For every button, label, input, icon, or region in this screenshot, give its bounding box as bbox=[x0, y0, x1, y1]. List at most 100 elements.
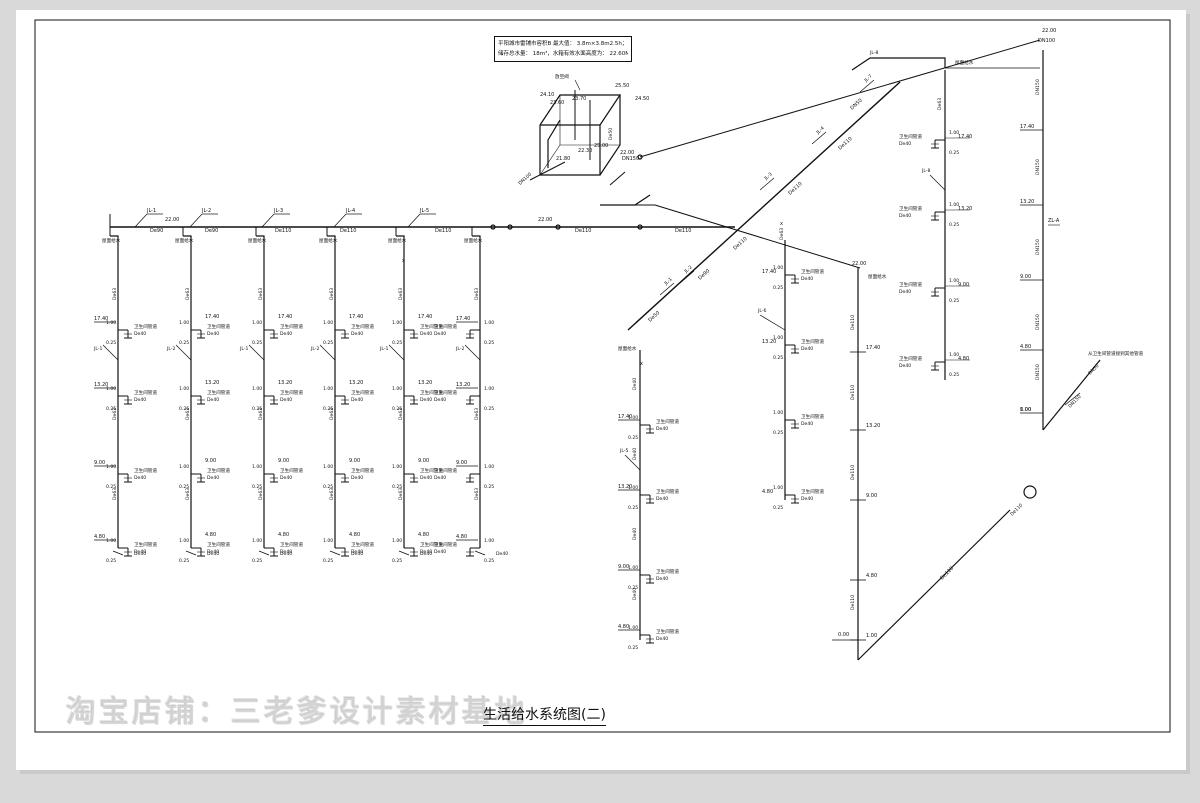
fixture-size: De40 bbox=[207, 331, 219, 337]
fixture-size: De40 bbox=[134, 549, 146, 555]
pipe-size-label: De63 bbox=[185, 488, 191, 500]
elevation-label: 1.00 bbox=[323, 464, 333, 470]
tank-pipe bbox=[654, 204, 861, 269]
riser-tag-leader bbox=[679, 270, 695, 284]
roof-line bbox=[851, 57, 946, 71]
tank-spec-line-1: 平阳城市雷铺市容积B 最大值： 3.8m×3.8m2.5h； bbox=[498, 41, 628, 47]
pipe-size-label: De110 bbox=[850, 385, 856, 400]
pipe-size-label: De63 bbox=[329, 408, 335, 420]
pipe-size-label: De110 bbox=[435, 228, 451, 234]
paper-sheet bbox=[16, 10, 1186, 770]
elevation-label: 1.00 bbox=[392, 320, 402, 326]
fixture-tag: 卫生间管道 bbox=[801, 488, 824, 495]
fixture-size: De40 bbox=[899, 363, 911, 369]
riser-tag-leader bbox=[407, 213, 421, 228]
elevation-label: 0.25 bbox=[949, 298, 959, 304]
fixture-tag: 卫生间管道 bbox=[899, 355, 922, 362]
elevation-label: 17.40 bbox=[866, 345, 880, 351]
elevation-label: 0.25 bbox=[252, 406, 262, 412]
riser-pipe bbox=[472, 235, 481, 548]
tank-spec-line-2: 储存总水量： 18m³，水箱有效水面高度为： 22.60M。 bbox=[498, 51, 628, 57]
fixture-size: De40 bbox=[801, 421, 813, 427]
elevation-label: 1.00 bbox=[949, 278, 959, 284]
riser-tag: JL-3 bbox=[273, 208, 283, 214]
elevation-label: 4.80 bbox=[958, 356, 969, 362]
elevation-label: 0.25 bbox=[392, 558, 402, 564]
pipe-size-label: De63 bbox=[112, 488, 118, 500]
riser-end-mark bbox=[474, 550, 486, 556]
elevation-label: 4.80 bbox=[866, 573, 877, 579]
elevation-label: 23.70 bbox=[572, 96, 586, 102]
pipe-size-label: De63 bbox=[112, 288, 118, 300]
elevation-label: 17.40 bbox=[456, 316, 470, 322]
fixture-tag: 卫生间管道 bbox=[434, 541, 457, 548]
riser-pipe bbox=[256, 235, 265, 548]
elevation-label: 0.25 bbox=[484, 558, 494, 564]
fixture-tag: 卫生间管道 bbox=[134, 389, 157, 396]
elevation-label: 1.00 bbox=[1020, 407, 1031, 413]
fixture-tag: 卫生间管道 bbox=[420, 389, 443, 396]
pipe-size-label: De40 bbox=[420, 551, 432, 557]
fixture-size: De40 bbox=[656, 636, 668, 642]
fixture-size: De40 bbox=[280, 397, 292, 403]
drawing-border bbox=[34, 19, 1171, 733]
pipe-size-label: De110 bbox=[850, 595, 856, 610]
riser-end-mark bbox=[258, 550, 270, 556]
elevation-label: 0.25 bbox=[949, 372, 959, 378]
pipe-size-label: De63 bbox=[937, 98, 943, 110]
elevation-label: 1.00 bbox=[773, 335, 783, 341]
riser-tag-leader bbox=[759, 177, 775, 191]
riser-top-label: 屋面给水 bbox=[388, 237, 407, 244]
fixture-size: De40 bbox=[134, 397, 146, 403]
pipe-size-label: DN100 bbox=[1038, 38, 1055, 44]
elevation-label: 0.25 bbox=[773, 430, 783, 436]
pipe-size-label: De40 bbox=[496, 551, 508, 557]
pipe-size-label: De63 bbox=[779, 228, 785, 240]
riser-tag: JL-1 bbox=[379, 346, 388, 352]
riser-pipe bbox=[183, 235, 192, 548]
elevation-label: 9.00 bbox=[456, 460, 467, 466]
riser-end-mark bbox=[185, 550, 197, 556]
pipe-size-label: De63 bbox=[329, 288, 335, 300]
elevation-label: 1.00 bbox=[484, 320, 494, 326]
elevation-label: 1.00 bbox=[949, 202, 959, 208]
elevation-label: 25.00 bbox=[594, 143, 608, 149]
riser-end-mark bbox=[398, 550, 410, 556]
fixture-tag: 卫生间管道 bbox=[899, 133, 922, 140]
pipe-size-label: De90 bbox=[205, 228, 218, 234]
elevation-label: 9.00 bbox=[94, 460, 105, 466]
pipe-size-label: De40 bbox=[134, 551, 146, 557]
elevation-label: 1.00 bbox=[323, 386, 333, 392]
elevation-label: 0.25 bbox=[179, 558, 189, 564]
pipe-size-label: De63 bbox=[474, 408, 480, 420]
tank-outline bbox=[539, 144, 561, 176]
elevation-label: 4.80 bbox=[762, 489, 773, 495]
pipe-network bbox=[94, 39, 1101, 661]
fixture-tag: 卫生间管道 bbox=[801, 268, 824, 275]
elevation-label: 0.25 bbox=[628, 585, 638, 591]
elevation-label: 1.00 bbox=[252, 386, 262, 392]
riser-tag-leader bbox=[624, 454, 641, 471]
elevation-label: 1.00 bbox=[773, 265, 783, 271]
elevation-label: 0.25 bbox=[628, 435, 638, 441]
fixture-size: De40 bbox=[351, 331, 363, 337]
elevation-label: 13.20 bbox=[94, 382, 108, 388]
elevation-label: 4.80 bbox=[618, 624, 629, 630]
fixture-tag: 卫生间管道 bbox=[134, 541, 157, 548]
elevation-label: 4.80 bbox=[278, 532, 289, 538]
elevation-label: 1.00 bbox=[179, 320, 189, 326]
tank-outline bbox=[539, 94, 622, 126]
elevation-label: 17.40 bbox=[418, 314, 432, 320]
fixture-tag: 卫生间管道 bbox=[420, 467, 443, 474]
elevation-label: 1.00 bbox=[252, 538, 262, 544]
pipe-size-label: DN150 bbox=[622, 156, 639, 162]
riser-tag: JL-5 bbox=[619, 448, 628, 454]
break-mark: x bbox=[780, 221, 783, 227]
elevation-label: 1.00 bbox=[773, 410, 783, 416]
riser-tag-leader bbox=[859, 79, 875, 93]
fixture-size: De40 bbox=[207, 549, 219, 555]
elevation-label: 4.80 bbox=[94, 534, 105, 540]
elevation-label: 0.25 bbox=[179, 340, 189, 346]
outlet-fitting bbox=[1064, 392, 1081, 406]
